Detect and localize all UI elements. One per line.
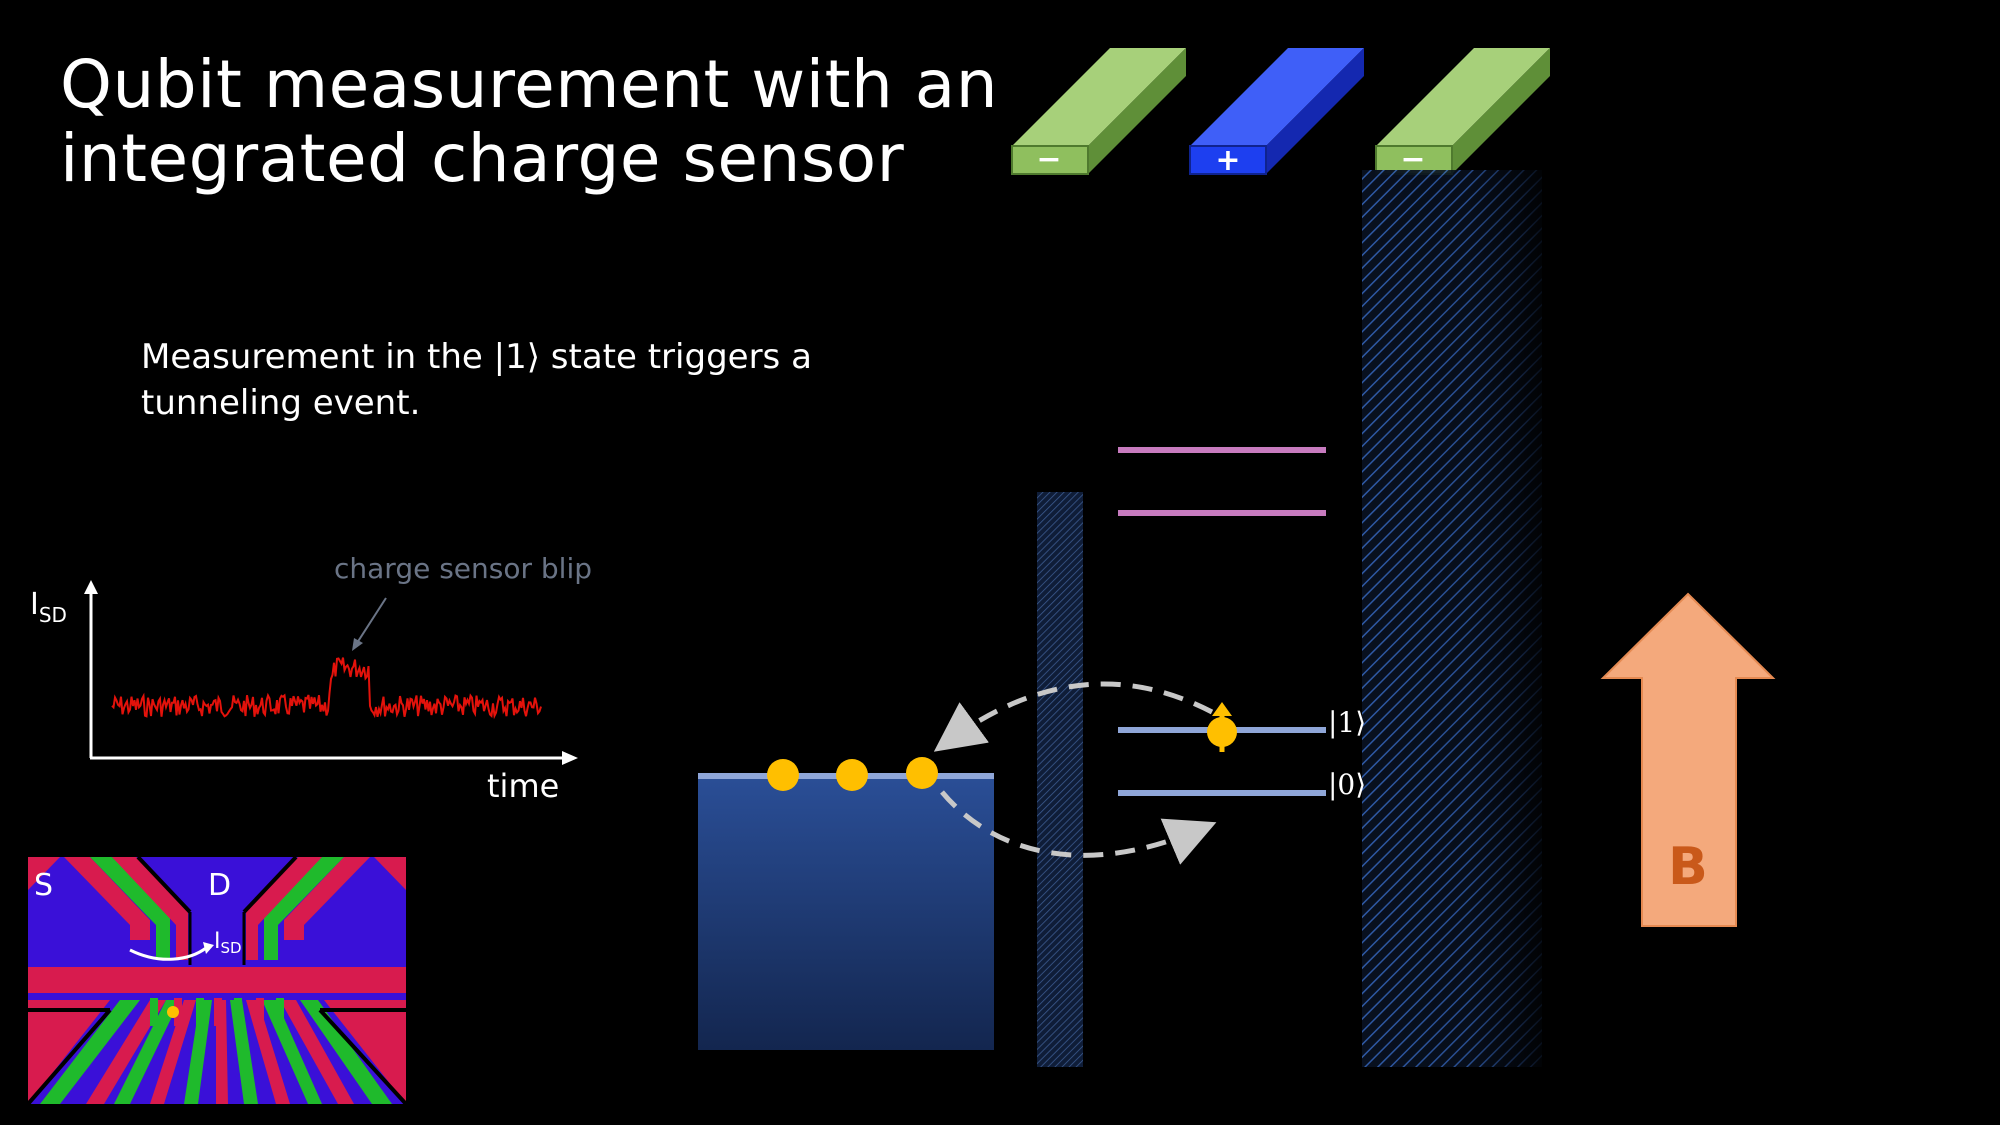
spin-up-electron	[1207, 702, 1237, 752]
gate-center: +	[1189, 48, 1364, 178]
current-trace-plot: ISD time charge sensor blip	[30, 552, 592, 805]
lower-gate-fan	[26, 998, 408, 1106]
current-flow-arrow	[129, 946, 207, 961]
slide-caption: Measurement in the |1⟩ state triggers a …	[141, 334, 812, 426]
magnetic-field-label: B	[1668, 837, 1708, 897]
electron	[767, 759, 799, 791]
caption-line-2: tunneling event.	[141, 383, 421, 423]
electron	[906, 757, 938, 789]
x-axis-label: time	[487, 767, 559, 805]
device-schematic: S D ISD	[26, 855, 408, 1106]
state-zero-label: |0⟩	[1328, 768, 1366, 801]
accumulation-gate	[28, 967, 406, 993]
title-line-2: integrated charge sensor	[60, 120, 905, 197]
caption-line-1: Measurement in the |1⟩ state triggers a	[141, 337, 812, 377]
magnetic-field-arrow: B	[1600, 592, 1776, 927]
y-axis-label: ISD	[30, 587, 67, 627]
gate-center-sign: +	[1215, 143, 1240, 178]
quantum-dot	[167, 1006, 179, 1018]
gate-left: −	[1011, 48, 1186, 177]
tunnel-in-arrow	[940, 790, 1217, 865]
source-label: S	[34, 868, 53, 903]
slide-title: Qubit measurement with an integrated cha…	[60, 48, 998, 196]
upper-gate-fan	[28, 855, 406, 965]
gate-right: −	[1375, 48, 1550, 177]
gate-left-sign: −	[1036, 142, 1061, 177]
title-line-1: Qubit measurement with an	[60, 46, 999, 123]
electron-reservoir	[698, 773, 994, 1050]
current-trace	[111, 657, 542, 720]
tunnel-out-arrow	[933, 681, 1214, 752]
electron	[836, 759, 868, 791]
blip-pointer	[356, 597, 387, 644]
blip-annotation: charge sensor blip	[334, 552, 592, 585]
state-one-label: |1⟩	[1328, 706, 1366, 739]
tunnel-barrier	[1037, 492, 1083, 1067]
confinement-barrier	[1362, 170, 1542, 1067]
current-label: ISD	[214, 929, 242, 957]
drain-label: D	[208, 868, 231, 903]
